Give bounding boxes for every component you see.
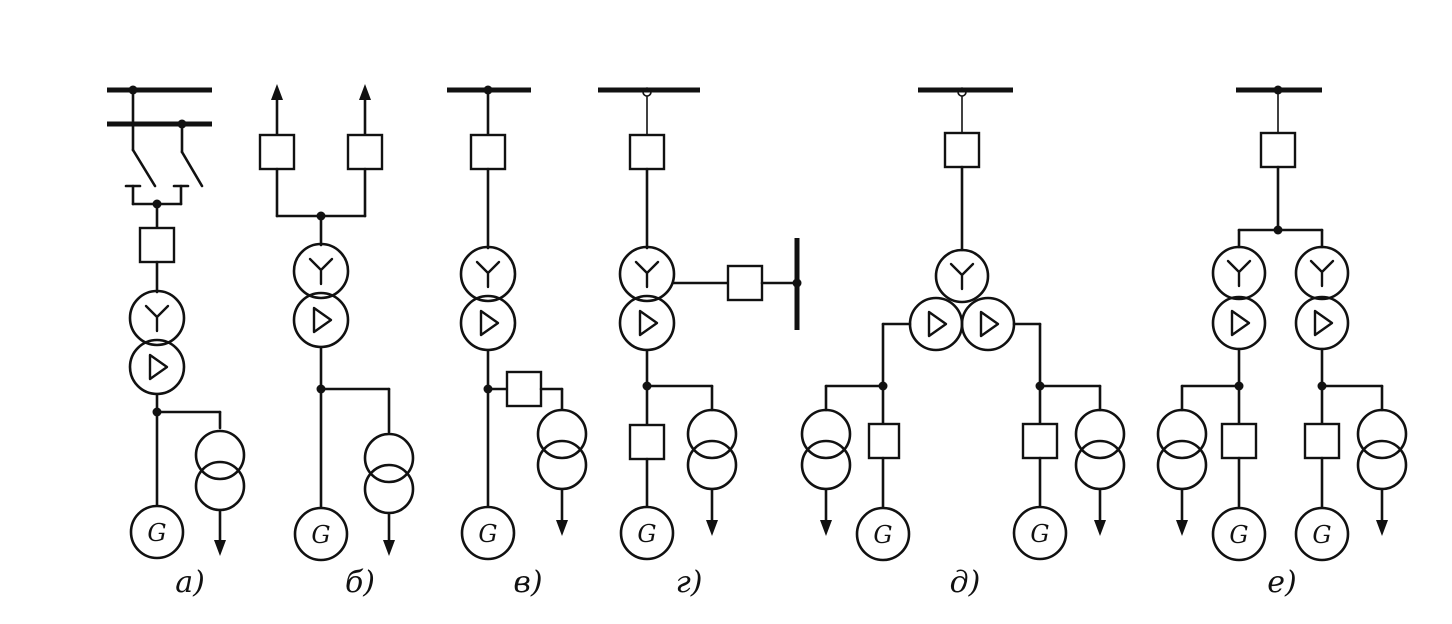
wye-symbol-icon bbox=[634, 260, 660, 289]
transformer-two-winding bbox=[1294, 245, 1350, 351]
wye-symbol-icon bbox=[949, 262, 975, 291]
disconnector-blade bbox=[180, 150, 204, 188]
panel-label: а) bbox=[175, 565, 205, 600]
generator-symbol: G bbox=[147, 519, 166, 547]
current-transformer bbox=[536, 408, 588, 491]
generator-circle bbox=[1012, 505, 1068, 561]
breaker-box bbox=[469, 133, 507, 171]
transformer-two-winding bbox=[1211, 245, 1267, 351]
transformer-two-winding bbox=[292, 242, 350, 349]
arrow-up-icon bbox=[271, 84, 283, 100]
generator-circle bbox=[619, 505, 675, 561]
current-transformer bbox=[1356, 408, 1408, 491]
current-transformer bbox=[1074, 408, 1126, 491]
breaker-box bbox=[1021, 422, 1059, 460]
generator-circle bbox=[855, 506, 911, 562]
wye-symbol-icon bbox=[475, 260, 501, 289]
generator-symbol: G bbox=[1229, 521, 1248, 549]
arrow-down-icon bbox=[383, 540, 395, 556]
breaker-box bbox=[1220, 422, 1258, 460]
generator-circle bbox=[293, 506, 349, 562]
generator-symbol: G bbox=[873, 521, 892, 549]
panel-a: G а) bbox=[107, 85, 246, 600]
breaker-box bbox=[628, 133, 666, 171]
generator-symbol: G bbox=[1030, 520, 1049, 548]
delta-symbol-icon bbox=[312, 306, 333, 334]
arrow-down-icon bbox=[214, 540, 226, 556]
arrow-down-icon bbox=[556, 520, 568, 536]
delta-symbol-icon bbox=[1313, 309, 1334, 337]
current-transformer bbox=[363, 432, 415, 515]
wye-symbol-icon bbox=[1309, 259, 1335, 288]
arrow-down-icon bbox=[820, 520, 832, 536]
arrow-down-icon bbox=[1376, 520, 1388, 536]
panel-v: G в) bbox=[447, 85, 588, 600]
delta-symbol-icon bbox=[1230, 309, 1251, 337]
arrow-down-icon bbox=[706, 520, 718, 536]
arrow-up-icon bbox=[359, 84, 371, 100]
breaker-box bbox=[138, 226, 176, 264]
generator-symbol: G bbox=[1312, 521, 1331, 549]
disconnector-blade bbox=[131, 148, 157, 188]
panel-label: г) bbox=[676, 565, 703, 600]
generator-symbol: G bbox=[637, 520, 656, 548]
generator-circle bbox=[460, 505, 516, 561]
generator-circle bbox=[1211, 506, 1267, 562]
transformer-two-winding bbox=[618, 245, 676, 352]
panel-label: в) bbox=[513, 565, 542, 600]
breaker-box bbox=[726, 264, 764, 302]
current-transformer bbox=[1156, 408, 1208, 491]
delta-symbol-icon bbox=[479, 309, 500, 337]
current-transformer bbox=[800, 408, 852, 491]
generator-circle bbox=[1294, 506, 1350, 562]
panel-label: б) bbox=[345, 565, 375, 600]
arrow-down-icon bbox=[1176, 520, 1188, 536]
panel-e: G G е) bbox=[1156, 85, 1408, 600]
current-transformer bbox=[686, 408, 738, 491]
breaker-box bbox=[867, 422, 901, 460]
breaker-box bbox=[1303, 422, 1341, 460]
delta-symbol-icon bbox=[148, 353, 169, 381]
panel-g: G г) bbox=[598, 87, 802, 600]
current-transformer bbox=[194, 429, 246, 512]
breaker-box bbox=[1259, 131, 1297, 169]
generator-symbol: G bbox=[311, 521, 330, 549]
transformer-split-winding bbox=[908, 248, 1016, 352]
breaker-box bbox=[628, 423, 666, 461]
panel-label: е) bbox=[1267, 565, 1296, 600]
panel-label: д) bbox=[950, 565, 981, 600]
delta-symbol-icon bbox=[927, 310, 948, 338]
generator-circle bbox=[129, 504, 185, 560]
breaker-box bbox=[258, 133, 296, 171]
generator-symbol: G bbox=[478, 520, 497, 548]
wye-symbol-icon bbox=[1226, 259, 1252, 288]
transformer-two-winding bbox=[128, 289, 186, 396]
panel-b: G б) bbox=[258, 84, 415, 600]
delta-symbol-icon bbox=[638, 309, 659, 337]
wye-symbol-icon bbox=[308, 257, 334, 286]
delta-symbol-icon bbox=[979, 310, 1000, 338]
breaker-box bbox=[505, 370, 543, 408]
breaker-box bbox=[943, 131, 981, 169]
panel-d: G G д) bbox=[800, 87, 1126, 600]
breaker-box bbox=[346, 133, 384, 171]
arrow-down-icon bbox=[1094, 520, 1106, 536]
transformer-two-winding bbox=[459, 245, 517, 352]
wye-symbol-icon bbox=[144, 304, 170, 333]
